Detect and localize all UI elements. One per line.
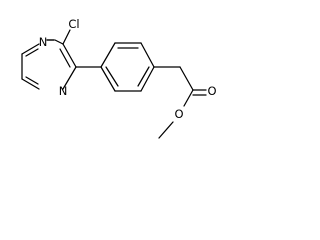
- bond-c3-n4-inner: [25, 76, 39, 85]
- bond-ch2-carbonyl: [179, 66, 194, 91]
- bond-c6-n1-left: [54, 39, 64, 45]
- bond-c5-c6: [62, 43, 77, 68]
- bond-n1-c2-inner: [25, 48, 39, 57]
- molecule-svg: Cl N N O O: [21, 17, 217, 139]
- bond-oester-methyl: [158, 121, 174, 139]
- bond-b3-b4: [140, 42, 155, 68]
- bond-b1-b2: [100, 42, 116, 68]
- pyrazine-ring: [21, 39, 77, 90]
- ketone-oxygen-label: O: [207, 84, 216, 98]
- benzene-ring: [100, 42, 155, 92]
- bond-n1-c2: [21, 43, 40, 55]
- bond-c-cl: [62, 29, 71, 45]
- structure-drawing: Cl N N O O: [0, 0, 243, 149]
- bond-b6-b1-inner: [105, 66, 119, 87]
- bond-b4-b5-inner: [137, 66, 150, 87]
- ester-oxygen-label: O: [174, 107, 183, 121]
- bond-b4-b5: [140, 66, 155, 92]
- pyrazine-n1-label: N: [39, 35, 48, 49]
- chlorine-label: Cl: [68, 17, 79, 31]
- bond-c5-c6-inner: [59, 48, 71, 68]
- ester-side-chain: [153, 66, 207, 139]
- bond-carbonyl-oester: [183, 89, 194, 107]
- bond-n4-c5: [62, 66, 77, 90]
- bond-c3-n4: [21, 78, 40, 90]
- pyrazine-n4-label: N: [59, 84, 68, 98]
- bond-b6-b1: [100, 66, 116, 92]
